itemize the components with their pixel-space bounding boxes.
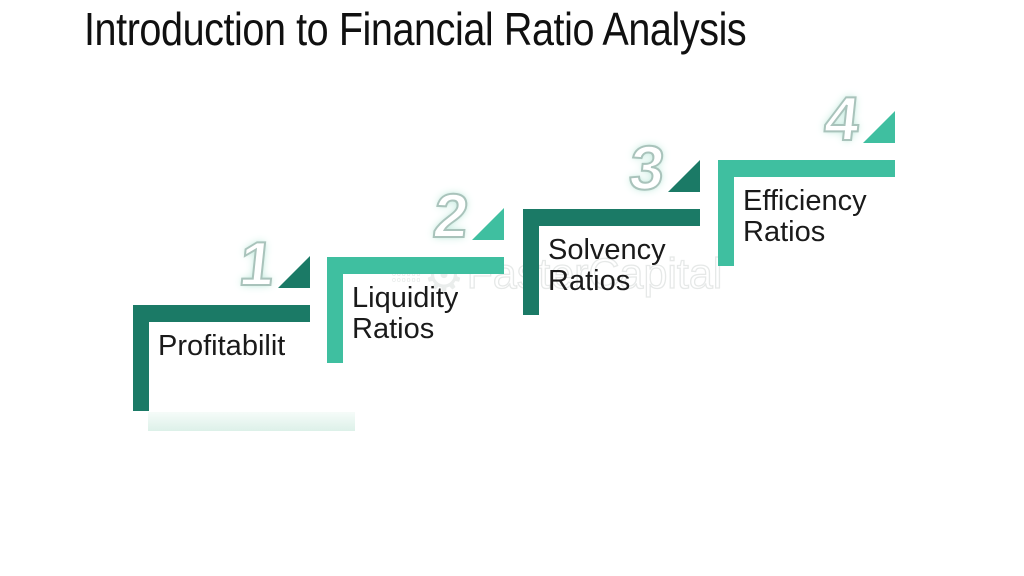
step-2-liquidity-ratios: 2 Liquidity Ratios: [327, 181, 527, 435]
step-3-label: Solvency Ratios: [548, 235, 666, 297]
step-1-profitability-ratios: 1 Profitabilit: [133, 229, 333, 483]
bracket-horizontal-bar: [327, 257, 504, 274]
step-1-shadow-strip: [148, 412, 355, 431]
bracket-horizontal-bar: [523, 209, 700, 226]
triangle-icon: [278, 256, 310, 288]
step-2-label: Liquidity Ratios: [352, 283, 458, 345]
step-4-label: Efficiency Ratios: [743, 186, 867, 248]
bracket-horizontal-bar: [133, 305, 310, 322]
bracket-vertical-bar: [523, 209, 539, 315]
bracket-horizontal-bar: [718, 160, 895, 177]
step-2-label-line1: Liquidity: [352, 283, 459, 314]
step-3-solvency-ratios: 3 Solvency Ratios: [523, 133, 723, 387]
step-3-label-line2: Ratios: [548, 265, 631, 297]
step-4-efficiency-ratios: 4 Efficiency Ratios: [718, 84, 918, 338]
step-1-label-line1: Profitabilit: [158, 331, 286, 362]
triangle-icon: [472, 208, 504, 240]
step-4-label-line1: Efficiency: [743, 186, 867, 217]
bracket-vertical-bar: [133, 305, 149, 411]
step-3-label-line1: Solvency: [548, 235, 666, 266]
triangle-icon: [668, 160, 700, 192]
step-4-label-line2: Ratios: [743, 216, 826, 248]
bracket-vertical-bar: [718, 160, 734, 266]
page-title: Introduction to Financial Ratio Analysis: [84, 3, 747, 55]
step-2-label-line2: Ratios: [352, 313, 435, 345]
triangle-icon: [863, 111, 895, 143]
step-1-label: Profitabilit: [158, 331, 285, 362]
bracket-vertical-bar: [327, 257, 343, 363]
